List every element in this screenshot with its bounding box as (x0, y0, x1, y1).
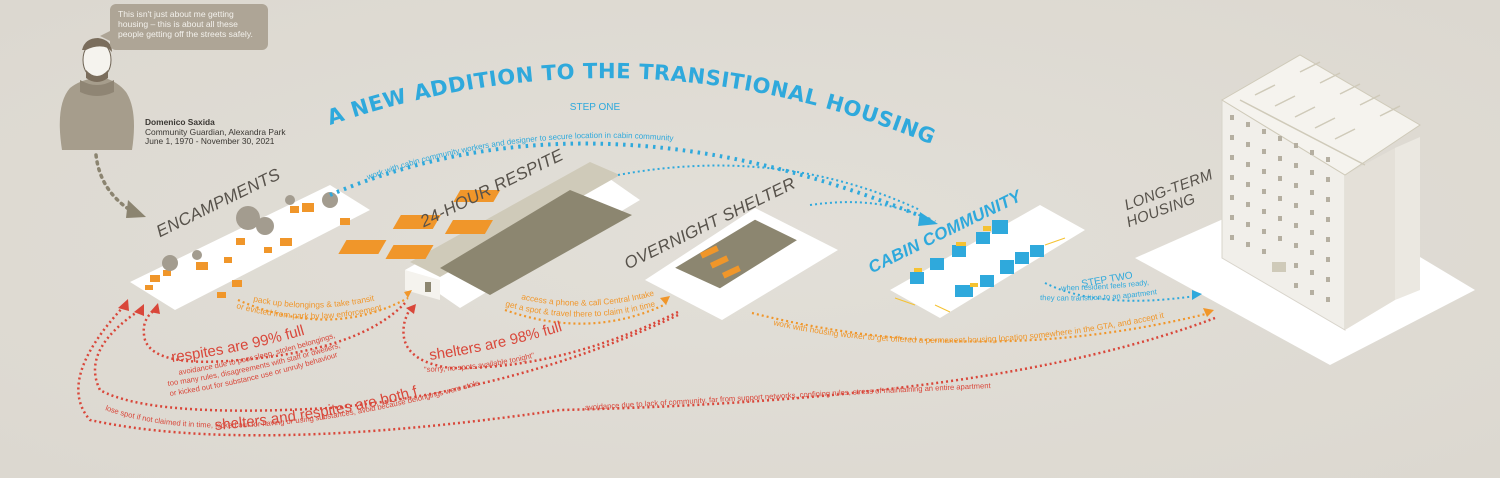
respites-full-loop (142, 302, 406, 363)
person-portrait (59, 38, 134, 150)
respite-illustration (338, 162, 640, 308)
overnight-shelter-illustration (645, 208, 838, 320)
step-two-arrow (1044, 282, 1196, 302)
respite-to-shelter-arrow (504, 303, 667, 325)
shelters-full-loop (402, 307, 679, 370)
housing-avoidance-loop (77, 304, 1216, 437)
entrance-stairs (1272, 262, 1286, 272)
to-housing-arrow (751, 311, 1211, 343)
person-caption: Domenico Saxida Community Guardian, Alex… (145, 117, 286, 147)
encamp-to-respite-arrow (237, 297, 409, 321)
encampments-illustration (130, 185, 370, 310)
person-name: Domenico Saxida (145, 117, 215, 127)
long-term-housing-illustration (1135, 54, 1475, 365)
housing-avoidance-reason: avoidance due to lack of community, far … (585, 381, 992, 412)
cabin-community-illustration (890, 205, 1085, 318)
person-to-encampments-arrow (94, 153, 146, 218)
person-role: Community Guardian, Alexandra Park (145, 126, 286, 137)
step-one-arrow (329, 141, 936, 224)
cabin-arrowhead (918, 212, 938, 226)
quote-bubble: This isn't just about me getting housing… (100, 4, 268, 50)
step-one-title: STEP ONE (570, 102, 621, 113)
person-dates: June 1, 1970 - November 30, 2021 (145, 136, 275, 147)
shelters-full-label: shelters are 98% full (428, 318, 564, 364)
housing-worker-text: work with housing worker to get offered … (772, 310, 1166, 345)
